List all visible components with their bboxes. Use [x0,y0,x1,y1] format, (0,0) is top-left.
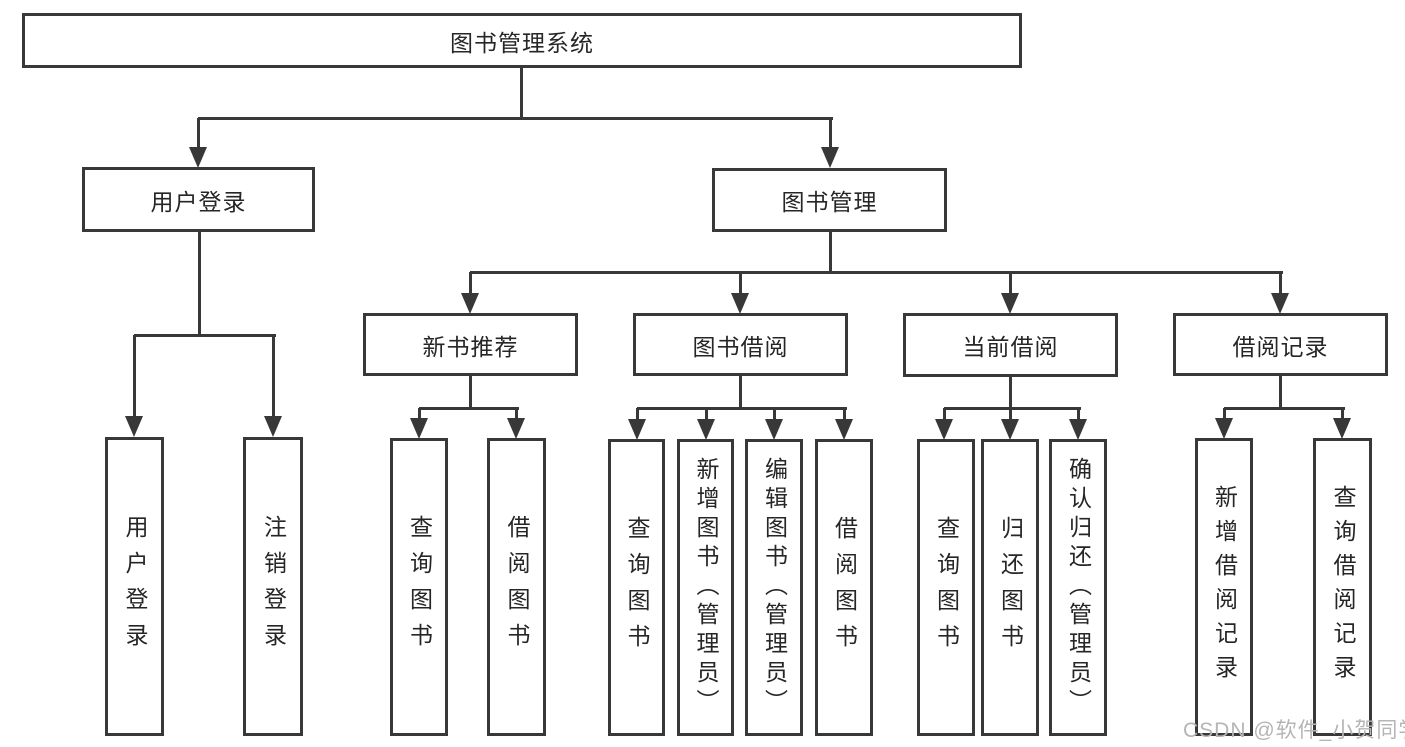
node-label: 查询借阅记录 [1330,485,1356,689]
csdn-watermark: CSDN @软件_小贺同学 [1183,719,1405,742]
node-book-borrow: 图书借阅 [633,313,848,376]
arrowhead-down-icon [264,416,282,437]
arrowhead-down-icon [189,147,207,168]
arrowhead-down-icon [1333,418,1351,439]
node-book-management: 图书管理 [712,168,947,232]
arrowhead-down-icon [835,419,853,440]
arrowhead-down-icon [410,418,428,439]
connector-line-vertical [1278,376,1282,410]
node-label: 借阅图书 [831,515,858,660]
connector-line-horizontal [944,406,1081,410]
connector-line-vertical [1340,408,1344,420]
node-new-book-recommend: 新书推荐 [363,313,578,376]
node-label: 编辑图书（管理员） [761,457,788,718]
node-leaf-edit-book-admin: 编辑图书（管理员） [745,439,803,736]
node-leaf-add-borrow-rec: 新增借阅记录 [1195,438,1253,736]
arrowhead-down-icon [1001,293,1019,314]
connector-line-horizontal [470,270,1283,274]
connector-line-horizontal [134,333,276,337]
arrowhead-down-icon [821,147,839,168]
node-leaf-query-borrow-rec: 查询借阅记录 [1313,438,1372,736]
node-user-login: 用户登录 [82,167,315,232]
connector-line-vertical [271,335,275,418]
connector-line-vertical [828,118,832,149]
connector-line-vertical [738,376,742,410]
connector-line-horizontal [419,406,519,410]
arrowhead-down-icon [935,419,953,440]
connector-line-vertical [519,68,523,120]
connector-line-vertical [704,408,708,421]
connector-line-vertical [772,408,776,421]
node-label: 查询图书 [933,515,960,660]
node-leaf-logout: 注销登录 [243,437,303,736]
connector-line-vertical [196,118,200,149]
arrowhead-down-icon [1215,418,1233,439]
connector-line-vertical [1222,408,1226,420]
connector-line-vertical [828,232,832,274]
node-borrow-record: 借阅记录 [1173,313,1388,376]
arrowhead-down-icon [697,419,715,440]
arrowhead-down-icon [461,293,479,314]
connector-line-vertical [738,272,742,295]
node-label: 新增借阅记录 [1211,485,1238,689]
arrowhead-down-icon [628,419,646,440]
node-root: 图书管理系统 [22,13,1022,68]
connector-line-vertical [514,408,518,420]
node-leaf-return-book: 归还图书 [981,439,1039,736]
node-label: 归还图书 [997,515,1024,660]
node-label: 查询图书 [406,515,433,659]
arrowhead-down-icon [765,419,783,440]
node-leaf-user-login: 用户登录 [105,437,164,736]
node-leaf-add-book-admin: 新增图书（管理员） [677,439,734,736]
node-leaf-confirm-return: 确认归还（管理员） [1049,439,1107,736]
connector-line-vertical [417,408,421,420]
node-current-borrow: 当前借阅 [903,313,1118,377]
arrowhead-down-icon [731,293,749,314]
node-leaf-query-book-2: 查询图书 [608,439,665,736]
arrowhead-down-icon [1271,293,1289,314]
node-label: 新增图书（管理员） [693,457,719,718]
connector-line-vertical [468,376,472,410]
node-label: 用户登录 [122,514,148,659]
arrowhead-down-icon [507,418,525,439]
connector-line-vertical [1076,408,1080,421]
arrowhead-down-icon [125,416,143,437]
connector-line-vertical [1278,272,1282,295]
node-label: 确认归还（管理员） [1065,457,1092,718]
arrowhead-down-icon [1001,419,1019,440]
connector-line-vertical [468,272,472,295]
connector-line-horizontal [1224,406,1345,410]
connector-line-horizontal [198,116,833,120]
connector-line-vertical [132,335,136,418]
connector-line-vertical [1008,272,1012,295]
connector-line-vertical [197,232,201,337]
node-label: 查询图书 [624,515,650,660]
node-leaf-query-book-1: 查询图书 [390,438,448,736]
connector-line-vertical [1008,377,1012,410]
connector-line-vertical [842,408,846,421]
node-leaf-query-book-3: 查询图书 [917,439,975,736]
node-label: 借阅图书 [504,515,530,659]
connector-line-vertical [1008,408,1012,421]
arrowhead-down-icon [1069,419,1087,440]
node-leaf-borrow-book-1: 借阅图书 [487,438,546,736]
node-label: 注销登录 [260,514,287,659]
node-leaf-borrow-book-2: 借阅图书 [815,439,873,736]
connector-line-vertical [635,408,639,421]
connector-line-vertical [942,408,946,421]
connector-line-horizontal [637,406,847,410]
